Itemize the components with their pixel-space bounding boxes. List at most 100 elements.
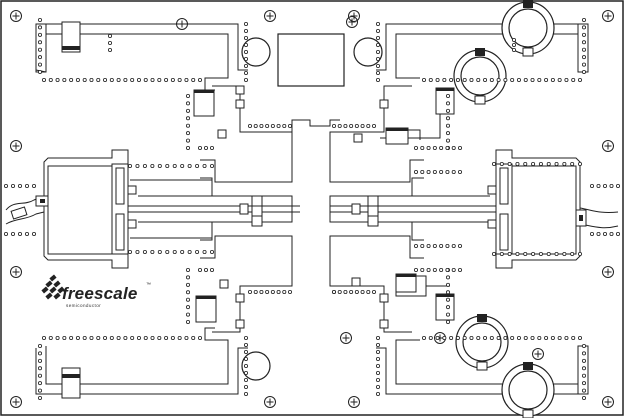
via <box>371 124 376 129</box>
via <box>546 251 551 256</box>
via <box>578 335 583 340</box>
via <box>354 289 359 294</box>
via <box>243 64 248 69</box>
via <box>164 78 169 83</box>
via <box>203 145 208 150</box>
via <box>265 124 270 129</box>
smd-part <box>235 293 245 303</box>
via <box>82 335 87 340</box>
via <box>38 395 43 400</box>
via <box>462 335 467 340</box>
via <box>69 78 74 83</box>
via <box>596 231 601 236</box>
via <box>375 50 380 55</box>
via <box>62 78 67 83</box>
via <box>42 335 47 340</box>
smd-part <box>127 219 137 229</box>
via <box>253 124 258 129</box>
via <box>185 319 190 324</box>
via <box>38 32 43 37</box>
via <box>375 43 380 48</box>
ring-components <box>453 0 555 418</box>
via <box>108 48 113 53</box>
via <box>123 78 128 83</box>
via <box>445 131 450 136</box>
via <box>331 289 336 294</box>
via <box>32 183 37 188</box>
via <box>243 363 248 368</box>
via <box>445 108 450 113</box>
via <box>195 249 200 254</box>
via <box>582 62 587 67</box>
via <box>426 145 431 150</box>
via <box>197 335 202 340</box>
via <box>491 161 496 166</box>
via <box>428 78 433 83</box>
via <box>185 305 190 310</box>
via <box>142 163 147 168</box>
via <box>366 289 371 294</box>
via <box>180 163 185 168</box>
via <box>209 249 214 254</box>
via <box>127 249 132 254</box>
via <box>360 289 365 294</box>
via <box>136 335 141 340</box>
via <box>287 289 292 294</box>
via <box>38 17 43 22</box>
right-connector <box>575 207 619 229</box>
via <box>243 356 248 361</box>
via <box>483 335 488 340</box>
mounting-hole <box>602 396 614 408</box>
via <box>516 335 521 340</box>
via <box>343 124 348 129</box>
via <box>439 169 444 174</box>
freescale-logo-mark <box>41 274 65 300</box>
via <box>197 78 202 83</box>
via <box>420 243 425 248</box>
via <box>10 231 15 236</box>
via <box>564 78 569 83</box>
smd-part <box>217 129 227 139</box>
via <box>195 163 200 168</box>
via <box>170 335 175 340</box>
via <box>38 381 43 386</box>
via <box>243 57 248 62</box>
via <box>180 249 185 254</box>
mounting-hole <box>602 140 614 152</box>
via <box>420 145 425 150</box>
via <box>426 169 431 174</box>
mounting-hole <box>10 266 22 278</box>
via <box>135 249 140 254</box>
via <box>135 163 140 168</box>
via <box>209 145 214 150</box>
via <box>445 116 450 121</box>
mounting-hole <box>10 10 22 22</box>
via <box>616 183 621 188</box>
via <box>185 108 190 113</box>
via <box>462 78 467 83</box>
via <box>375 71 380 76</box>
via <box>243 50 248 55</box>
via <box>184 335 189 340</box>
via <box>287 124 292 129</box>
via <box>445 305 450 310</box>
via <box>185 94 190 99</box>
via <box>476 335 481 340</box>
via <box>17 183 22 188</box>
mounting-hole <box>340 332 352 344</box>
via <box>596 183 601 188</box>
via <box>510 78 515 83</box>
via <box>512 38 517 43</box>
via <box>177 78 182 83</box>
via <box>554 161 559 166</box>
via <box>491 251 496 256</box>
via <box>530 78 535 83</box>
via-rows <box>4 17 621 400</box>
center-pad <box>277 33 345 87</box>
via <box>570 251 575 256</box>
via <box>426 267 431 272</box>
via <box>445 282 450 287</box>
via <box>177 335 182 340</box>
smd-part <box>435 87 455 115</box>
